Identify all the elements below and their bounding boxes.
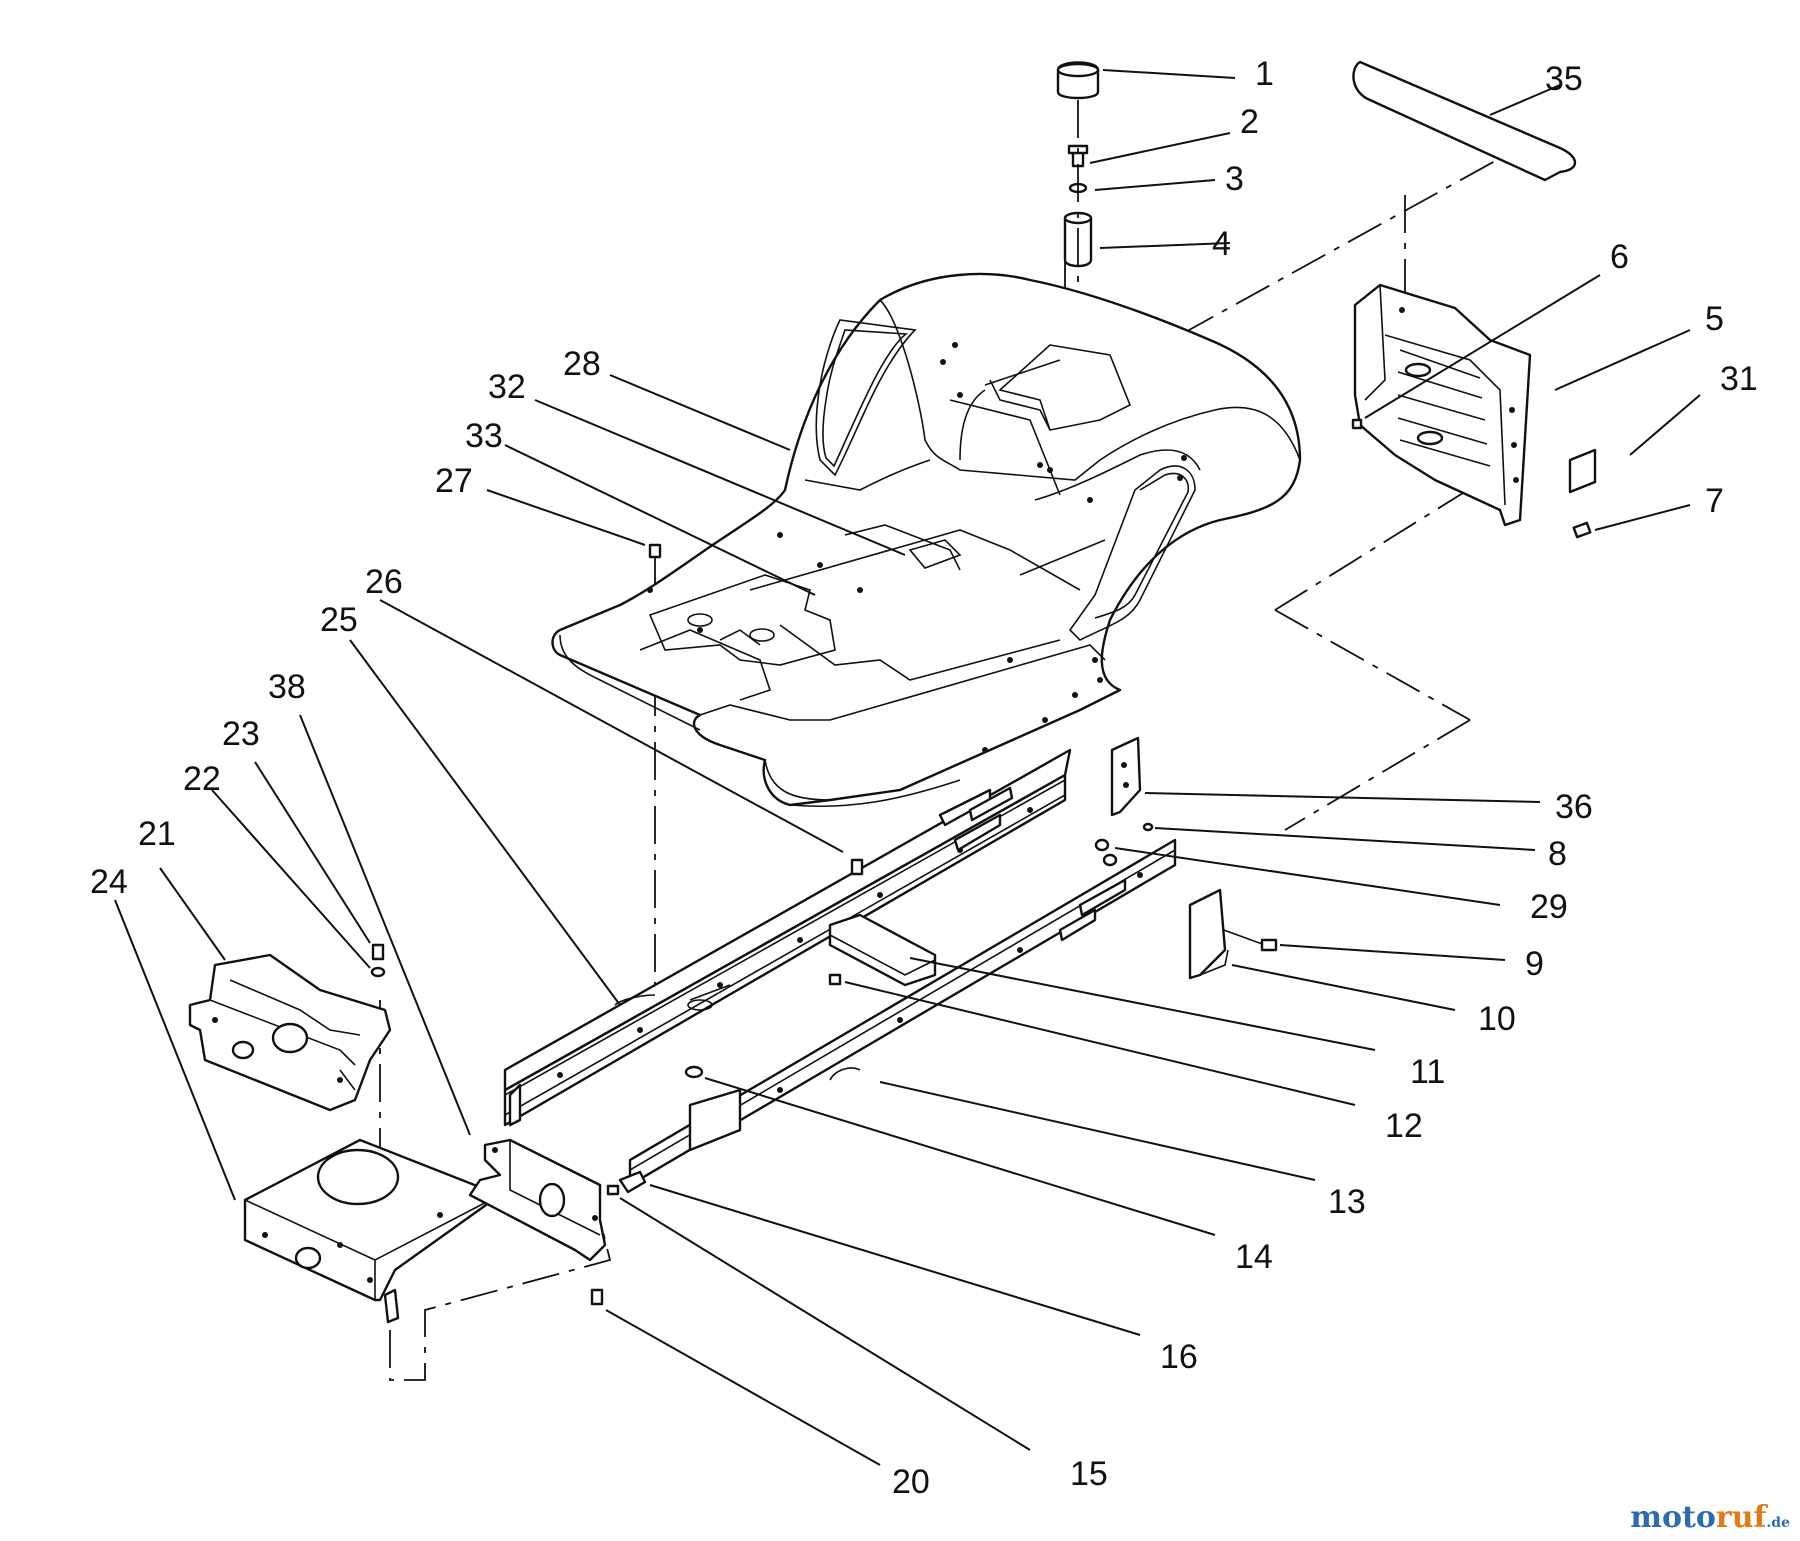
callout-38: 38: [268, 668, 306, 706]
callout-7: 7: [1705, 482, 1724, 520]
part-nut-29: [1094, 838, 1118, 867]
part-decal-32: [908, 539, 962, 569]
callout-27: 27: [435, 462, 473, 500]
callout-15: 15: [1070, 1455, 1108, 1493]
part-bracket-21: [188, 953, 392, 1112]
callout-3: 3: [1225, 160, 1244, 198]
callout-29: 29: [1530, 888, 1568, 926]
part-strip-35: [1352, 60, 1577, 182]
part-nut-6: [1351, 418, 1363, 430]
callout-32: 32: [488, 368, 526, 406]
callout-14: 14: [1235, 1238, 1273, 1276]
part-knob-1: [1056, 61, 1100, 100]
callout-2: 2: [1240, 103, 1259, 141]
callout-20: 20: [892, 1463, 930, 1501]
part-clip-8: [1142, 822, 1154, 832]
callout-36: 36: [1555, 788, 1593, 826]
part-screw-7: [1572, 521, 1592, 539]
callout-13: 13: [1328, 1183, 1366, 1221]
part-nut-15: [606, 1184, 620, 1196]
watermark-logo: motoruf.de: [1630, 1500, 1790, 1535]
watermark-part3: .de: [1766, 1515, 1790, 1531]
callout-28: 28: [563, 345, 601, 383]
part-screw-27: [648, 543, 662, 559]
callout-4: 4: [1212, 225, 1231, 263]
callout-8: 8: [1548, 835, 1567, 873]
watermark-part1: moto: [1630, 1500, 1716, 1535]
callouts: 1 2 3 4 35 6 5 31 7 28 32 33 27 26 25 38…: [90, 55, 1758, 1501]
leader-lines: [114, 69, 1701, 1466]
callout-25: 25: [320, 601, 358, 639]
callout-16: 16: [1160, 1338, 1198, 1376]
part-nut-12: [828, 973, 842, 986]
callout-24: 24: [90, 863, 128, 901]
callout-21: 21: [138, 815, 176, 853]
part-plate-24: [243, 1138, 502, 1324]
part-nut-14: [684, 1065, 704, 1079]
part-washer-22: [370, 966, 386, 978]
callout-26: 26: [365, 563, 403, 601]
part-bracket-5: [1353, 283, 1532, 527]
callout-5: 5: [1705, 300, 1724, 338]
callout-31: 31: [1720, 360, 1758, 398]
part-rail-26: [503, 748, 1072, 1092]
callout-9: 9: [1525, 945, 1544, 983]
part-bracket-36: [1110, 736, 1142, 817]
part-label-31: [1568, 448, 1597, 494]
part-bracket-38: [468, 1138, 607, 1262]
part-screw-26b: [850, 858, 864, 876]
part-bracket-10: [1188, 888, 1229, 980]
part-crossbar-11: [828, 913, 937, 987]
callout-6: 6: [1610, 238, 1629, 276]
part-rail-13: [628, 838, 1177, 1187]
callout-1: 1: [1255, 55, 1274, 93]
part-fender-28: [551, 272, 1302, 808]
callout-12: 12: [1385, 1107, 1423, 1145]
callout-11: 11: [1410, 1053, 1445, 1091]
callout-10: 10: [1478, 1000, 1516, 1038]
callout-23: 23: [222, 715, 260, 753]
callout-22: 22: [183, 760, 221, 798]
part-clip-16: [618, 1170, 647, 1194]
callout-33: 33: [465, 417, 503, 455]
callout-35: 35: [1545, 60, 1583, 98]
part-screw-23: [371, 943, 385, 961]
part-screw-20: [590, 1288, 604, 1306]
watermark-part2: ruf: [1715, 1500, 1767, 1535]
